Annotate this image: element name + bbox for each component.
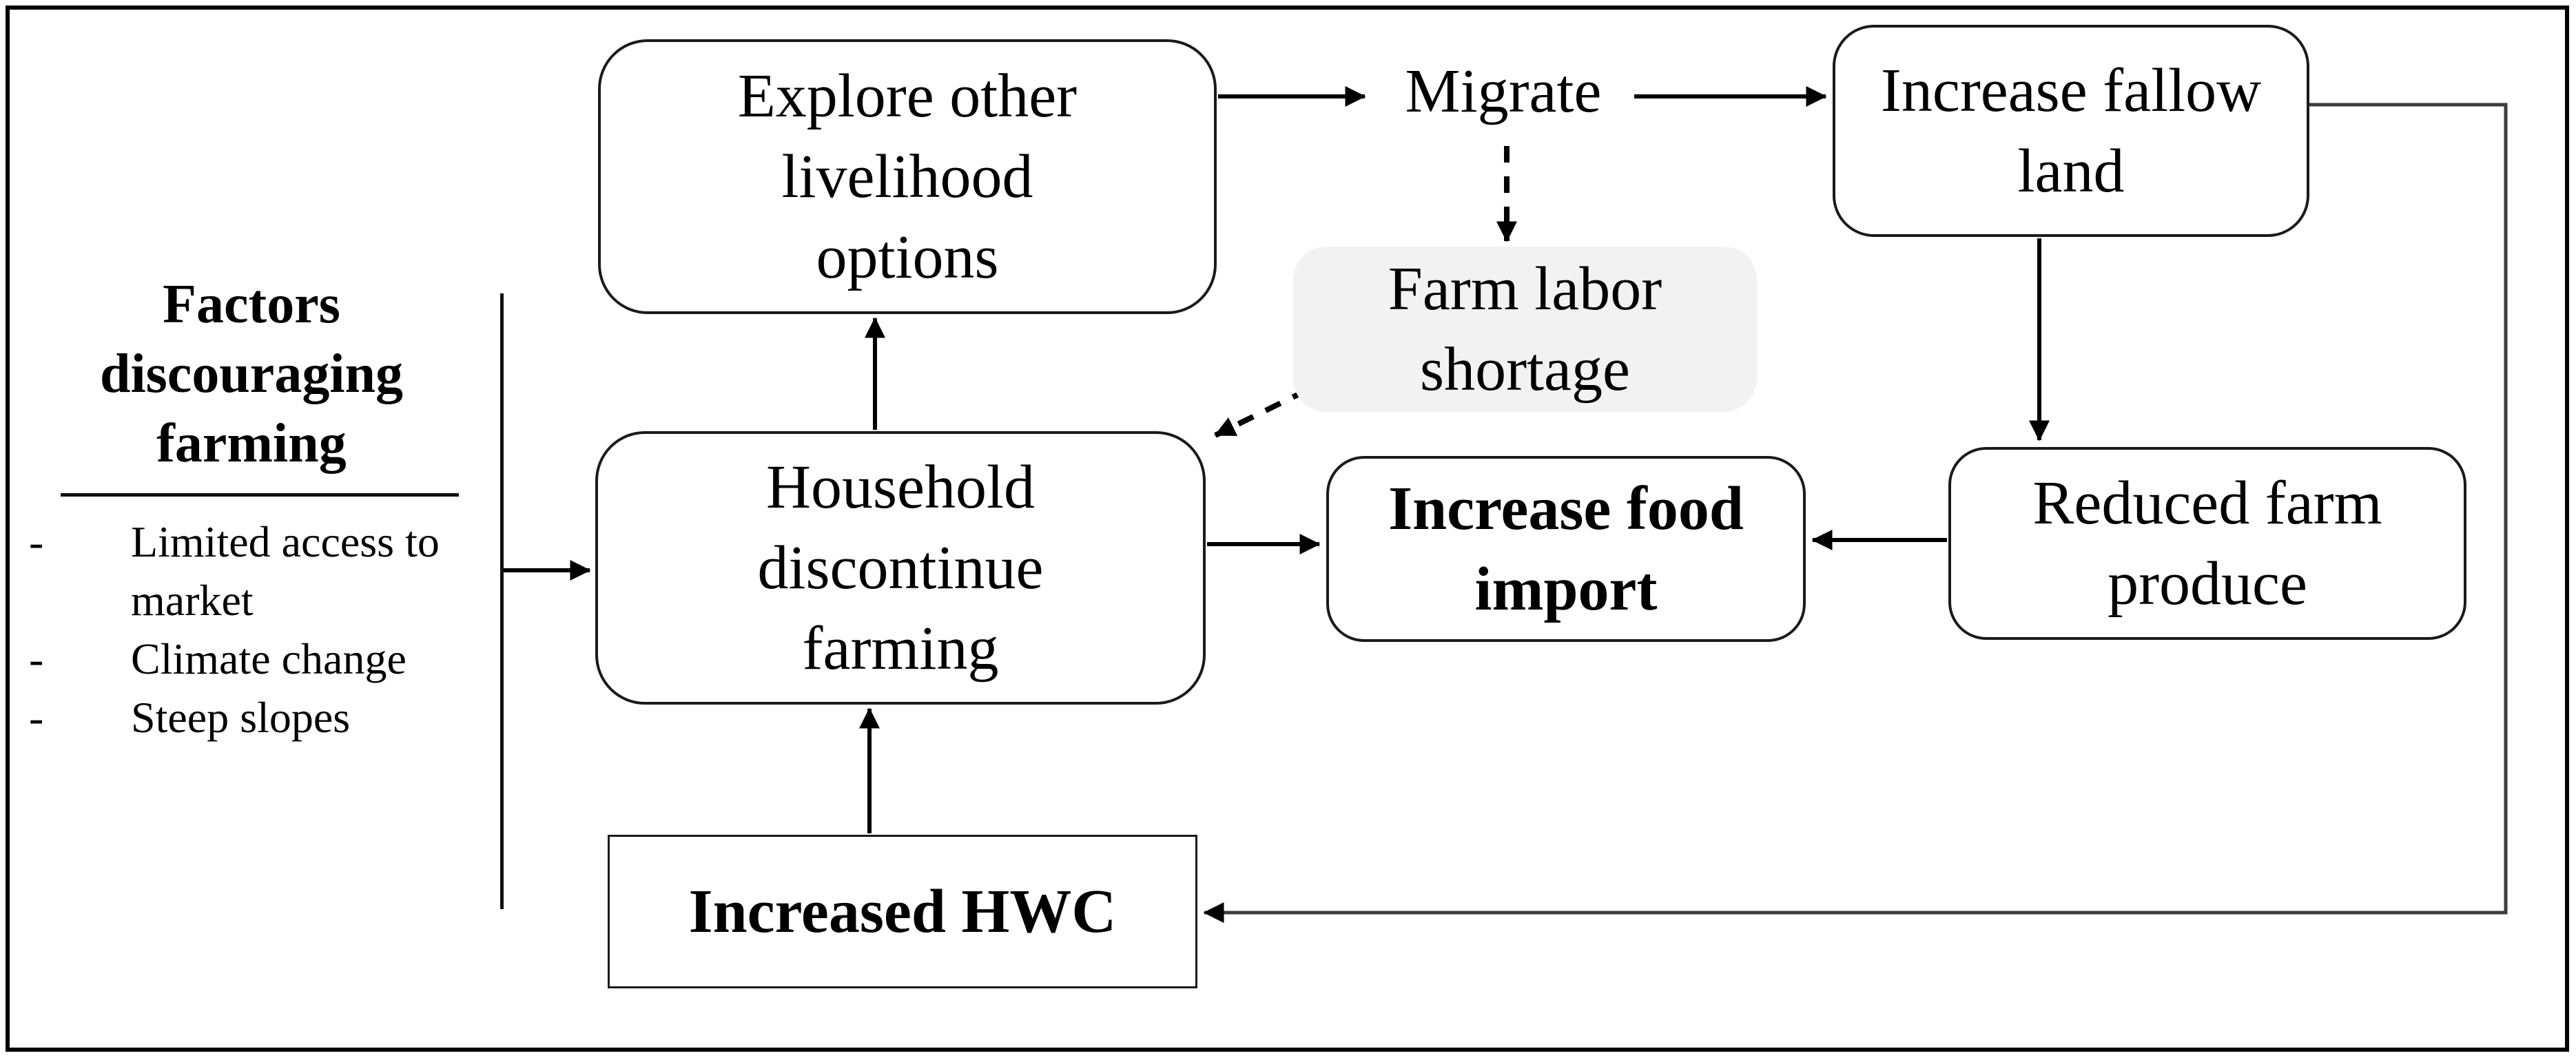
list-item-label: Steep slopes [131, 693, 351, 742]
node-farm-labor-shortage: Farm labor shortage [1293, 247, 1757, 412]
node-migrate: Migrate [1386, 48, 1620, 134]
bullet-dash: - [29, 693, 44, 742]
arrow-fallow-to-hwc-feedback [1203, 103, 2508, 923]
factors-heading: Factors discouraging farming [99, 274, 404, 474]
node-increase-fallow-land: Increase fallow land [1833, 25, 2309, 237]
node-increase-food-import: Increase food import [1326, 456, 1806, 642]
node-increased-hwc: Increased HWC [608, 835, 1197, 988]
node-label: Explore other livelihood options [737, 62, 1078, 291]
bullet-dash: - [29, 634, 44, 683]
node-label: Increase food import [1388, 475, 1744, 623]
list-item-label: Climate change [131, 634, 406, 683]
bullet-dash: - [29, 517, 44, 566]
node-label: Migrate [1405, 57, 1602, 125]
node-household-discontinue-farming: Household discontinue farming [595, 431, 1206, 705]
node-label: Farm labor shortage [1388, 255, 1662, 404]
node-label: Increased HWC [688, 877, 1117, 946]
node-explore-livelihood: Explore other livelihood options [598, 39, 1217, 314]
node-label: Household discontinue farming [757, 453, 1044, 683]
list-item: - Limited access to market [29, 512, 484, 630]
node-reduced-farm-produce: Reduced farm produce [1948, 447, 2466, 640]
list-item-label: Limited access to market [131, 517, 440, 625]
page-border [6, 6, 2569, 1052]
node-label: Reduced farm produce [2032, 469, 2382, 618]
factors-list: - Limited access to market - Climate cha… [29, 512, 484, 747]
factors-underline-rule [61, 493, 459, 497]
factors-divider-line [500, 293, 504, 909]
list-item: - Steep slopes [29, 688, 484, 747]
node-label: Increase fallow land [1880, 56, 2262, 205]
list-item: - Climate change [29, 630, 484, 688]
